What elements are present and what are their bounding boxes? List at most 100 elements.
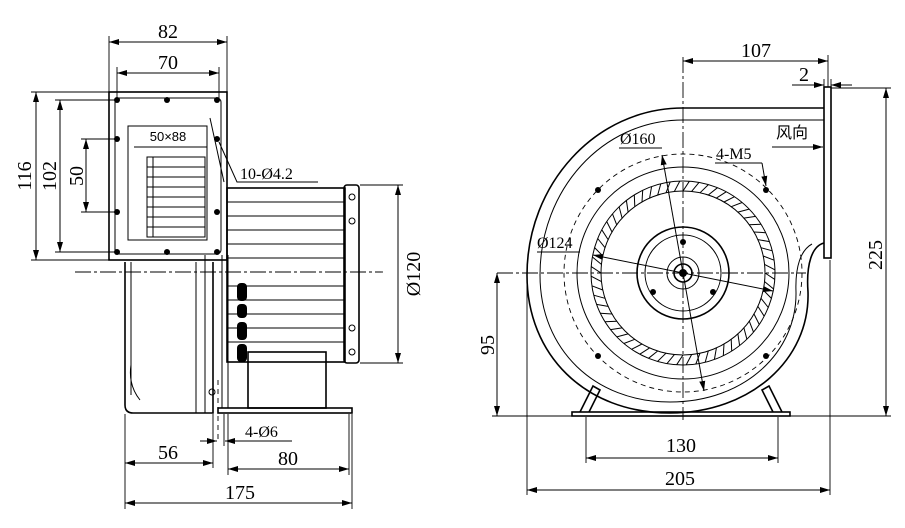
impeller-blade [722, 343, 725, 356]
flange-hole [114, 209, 120, 215]
base-length-label: 80 [278, 448, 298, 470]
impeller-blade [764, 263, 776, 271]
end-cap-screw [348, 348, 356, 356]
flange-holes [114, 97, 220, 255]
flange-hole [114, 249, 120, 255]
hub-hole [650, 289, 656, 295]
impeller-blade [606, 221, 613, 233]
impeller-blade [716, 191, 727, 199]
housing-depth-label: 56 [158, 442, 178, 464]
motor-end-cap [343, 184, 360, 364]
impeller-diameter-leader [592, 254, 774, 292]
impeller-blade [753, 231, 766, 234]
impeller-blade [753, 313, 760, 325]
flange-holes-label: 10-Ø4.2 [240, 166, 293, 183]
impeller-blade [592, 256, 602, 265]
impeller-blade [639, 347, 650, 355]
impeller-blade [691, 182, 700, 192]
base-holes-label: 4-Ø6 [245, 424, 278, 441]
impeller-blade [641, 190, 644, 203]
hole-pitch-label: 50 [66, 166, 88, 186]
center-height-label: 95 [477, 335, 499, 355]
hole-span-y-label: 102 [39, 161, 61, 191]
flange-hole [114, 136, 120, 142]
impeller-blade [743, 327, 748, 340]
impeller-blade [731, 202, 743, 208]
coil-winding [237, 322, 247, 340]
flange-outline [108, 91, 228, 261]
impeller-blade [657, 183, 662, 196]
bolt-holes [595, 187, 769, 359]
impeller-blade [633, 194, 636, 207]
inlet-flange: 50×88 [108, 91, 228, 261]
overall-width-label: 205 [665, 468, 695, 490]
impeller-blade [748, 321, 754, 333]
bolt-holes-label: 4-M5 [716, 146, 752, 163]
housing-side-outline [124, 262, 214, 414]
flange-hole [214, 136, 220, 142]
motor-foot-box [247, 351, 327, 409]
impeller-blade [601, 229, 609, 240]
side-view-dimensions: 82 70 116 102 50 10-Ø4.2 Ø120 [14, 21, 425, 509]
impeller-diameter-label: Ø124 [537, 235, 573, 252]
housing-side [124, 255, 229, 414]
flange-holes-leader [218, 141, 318, 183]
impeller-blade [591, 285, 603, 291]
impeller-blade [610, 327, 623, 331]
foot-span-label: 130 [666, 435, 696, 457]
coil-winding [237, 304, 247, 318]
impeller-blade [673, 180, 681, 192]
impeller-blade [704, 350, 709, 363]
side-view: 50×88 [14, 21, 425, 509]
impeller-blade [699, 184, 709, 194]
overall-height-label: 225 [865, 240, 887, 270]
impeller-blade [612, 213, 618, 225]
motor-diameter-label: Ø120 [403, 252, 425, 296]
bolt-circle-label: Ø160 [620, 131, 656, 148]
bolt-hole [595, 353, 601, 359]
end-cap-screw [348, 193, 356, 201]
impeller-blade [593, 294, 606, 299]
opening-size-label: 50×88 [150, 129, 187, 144]
housing-side-curve [129, 364, 141, 401]
flange-thickness-label: 2 [799, 64, 809, 86]
outlet-flange [823, 86, 832, 259]
impeller-blade [631, 343, 643, 350]
overall-length-label: 175 [225, 482, 255, 504]
impeller-blade [604, 320, 617, 323]
flange-hole [114, 97, 120, 103]
bolt-hole [763, 353, 769, 359]
impeller-blade [666, 354, 675, 364]
inlet-grille [146, 156, 206, 238]
air-direction-label: 风向 [776, 124, 808, 142]
impeller-blade [764, 272, 776, 280]
impeller-blade [618, 206, 623, 219]
impeller-blade [682, 180, 690, 192]
impeller-blade [648, 350, 659, 359]
flange-hole [164, 97, 170, 103]
left-foot [579, 384, 602, 413]
impeller-blade [623, 338, 635, 344]
impeller-blade [757, 306, 765, 317]
impeller-blade [676, 354, 684, 366]
inlet-opening [127, 125, 208, 241]
impeller-blade [762, 289, 772, 299]
right-foot [760, 384, 783, 413]
impeller-blade [764, 281, 774, 290]
impeller-blade [763, 255, 775, 261]
impeller-blade [597, 238, 606, 249]
volute-outer [526, 107, 825, 414]
impeller-blade [723, 196, 735, 203]
impeller-blade [749, 223, 762, 226]
housing-screw [208, 388, 216, 396]
motor-coil [237, 283, 247, 362]
flange-chamfer [209, 117, 225, 183]
impeller-blade [596, 303, 609, 307]
impeller-blade [625, 200, 629, 213]
bolt-hole [595, 187, 601, 193]
impeller-blade [707, 187, 718, 196]
motor-body [217, 184, 360, 414]
flange-hole [214, 209, 220, 215]
impeller-blade [760, 297, 769, 308]
